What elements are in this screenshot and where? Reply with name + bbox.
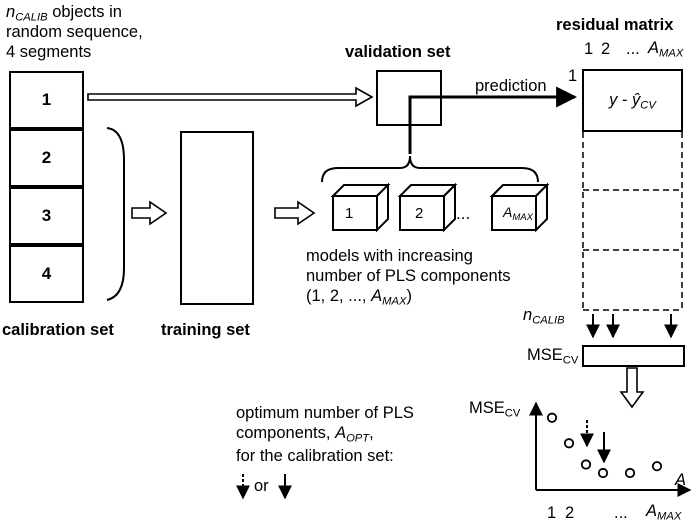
residual-col-dots: ... <box>626 40 640 58</box>
residual-col-2: 2 <box>601 40 611 58</box>
plot-point-4 <box>597 467 609 479</box>
mse-box-label: MSECV <box>527 346 579 367</box>
calibration-set-label: calibration set <box>2 321 114 339</box>
ncalib-sub: CALIB <box>532 314 565 327</box>
plot-x-label-a: A <box>675 471 687 489</box>
residual-cell-sub: CV <box>640 99 656 112</box>
model-label-amax: AMAX <box>503 204 533 222</box>
calib-intro-line1: nCALIB objects in <box>6 3 122 24</box>
optimum-or: or <box>254 477 269 495</box>
plot-tick-dots: ... <box>614 504 628 522</box>
calib-intro-sub: CALIB <box>15 11 48 24</box>
hollow-arrow-to-validation <box>87 86 374 108</box>
models-desc-line3-pre: (1, 2, ..., <box>306 287 372 305</box>
prediction-label: prediction <box>475 77 547 95</box>
prediction-path <box>408 86 578 154</box>
model-cube-1 <box>330 182 391 233</box>
training-set-box <box>180 131 254 305</box>
validation-set-box <box>376 70 442 126</box>
segment-2-label: 2 <box>41 148 52 167</box>
hollow-arrow-to-training <box>131 200 168 226</box>
models-brace <box>321 155 539 183</box>
plot-point-3 <box>580 459 592 470</box>
model-amax-sub: MAX <box>512 211 533 223</box>
segment-3-label: 3 <box>41 206 52 225</box>
plot-y-label-base: MSE <box>469 399 505 417</box>
plot-point-6 <box>651 461 663 472</box>
calib-intro-line2: random sequence, <box>6 23 143 41</box>
optimum-line2-post: , <box>369 424 374 442</box>
segment-2: 2 <box>9 129 84 187</box>
hollow-arrow-to-models <box>274 200 316 226</box>
residual-row-1: 1 <box>568 67 578 85</box>
plot-tick-1: 1 <box>547 504 557 522</box>
model-dots: ... <box>456 204 471 223</box>
residual-first-row: y - ŷCV <box>582 69 683 132</box>
residual-cell-minus: - <box>617 91 633 109</box>
model-cubes <box>330 182 550 233</box>
residual-dashed-rows <box>582 132 683 311</box>
validation-set-label: validation set <box>345 43 451 61</box>
residual-cell-y: y <box>609 91 618 109</box>
optimum-line2-sub: OPT <box>346 432 370 445</box>
plot-points <box>546 412 663 479</box>
plot-axes <box>529 401 692 497</box>
models-desc-line2: number of PLS components <box>306 267 511 285</box>
residual-col-amax: AMAX <box>648 39 684 60</box>
segment-3: 3 <box>9 187 84 245</box>
plot-tick-amax-a: A <box>646 502 658 520</box>
plot-tick-2: 2 <box>565 504 575 522</box>
plot-point-2 <box>563 438 575 449</box>
model-label-1: 1 <box>345 205 354 222</box>
training-set-label: training set <box>161 321 250 339</box>
mse-box-base: MSE <box>527 346 563 364</box>
segment-4-label: 4 <box>41 264 52 283</box>
mse-box <box>582 345 685 367</box>
plot-tick-amax: AMAX <box>646 502 682 523</box>
models-desc-line3: (1, 2, ..., AMAX) <box>306 287 412 308</box>
ncalib-n: n <box>523 306 533 324</box>
plot-x-label: A <box>675 472 686 489</box>
model-cube-1-front <box>332 195 378 231</box>
plot-y-label: MSECV <box>469 399 521 420</box>
segments-brace <box>106 127 125 301</box>
residual-col-amax-sub: MAX <box>659 47 684 60</box>
calib-intro-line3: 4 segments <box>6 43 92 61</box>
model-cube-amax <box>489 182 550 233</box>
model-amax-a: A <box>503 204 513 220</box>
plot-point-1 <box>546 412 558 423</box>
segment-4: 4 <box>9 245 84 303</box>
models-desc-line3-a: A <box>371 287 383 305</box>
optimum-line2-pre: components, <box>236 424 336 442</box>
plot-tick-amax-sub: MAX <box>657 510 682 523</box>
optimum-line3: for the calibration set: <box>236 447 394 465</box>
model-cube-amax-front <box>491 195 537 231</box>
models-desc-line3-sub: MAX <box>382 295 407 308</box>
models-desc-line3-post: ) <box>406 287 412 305</box>
optimum-line2-a: A <box>335 424 347 442</box>
mse-box-sub: CV <box>562 354 579 367</box>
residual-matrix-title: residual matrix <box>556 16 674 34</box>
optimum-line1: optimum number of PLS <box>236 404 414 422</box>
calib-intro-rest: objects in <box>47 3 122 21</box>
residual-col-amax-a: A <box>648 39 660 57</box>
segment-1: 1 <box>9 71 84 129</box>
models-desc-line1: models with increasing <box>306 247 473 265</box>
plot-y-label-sub: CV <box>504 407 521 420</box>
hollow-arrow-to-plot <box>619 367 645 409</box>
residual-col-1: 1 <box>584 40 594 58</box>
residual-cell-yhat: ŷ <box>632 91 641 109</box>
calib-intro-n: n <box>6 3 16 21</box>
segment-1-label: 1 <box>41 90 52 109</box>
plot-point-5 <box>624 467 636 479</box>
optimum-line2: components, AOPT, <box>236 424 374 445</box>
residual-cell: y - ŷCV <box>609 91 656 112</box>
model-label-2: 2 <box>415 205 424 222</box>
model-cube-2-front <box>399 195 445 231</box>
model-cube-2 <box>397 182 458 233</box>
ncalib-label: nCALIB <box>523 306 565 327</box>
